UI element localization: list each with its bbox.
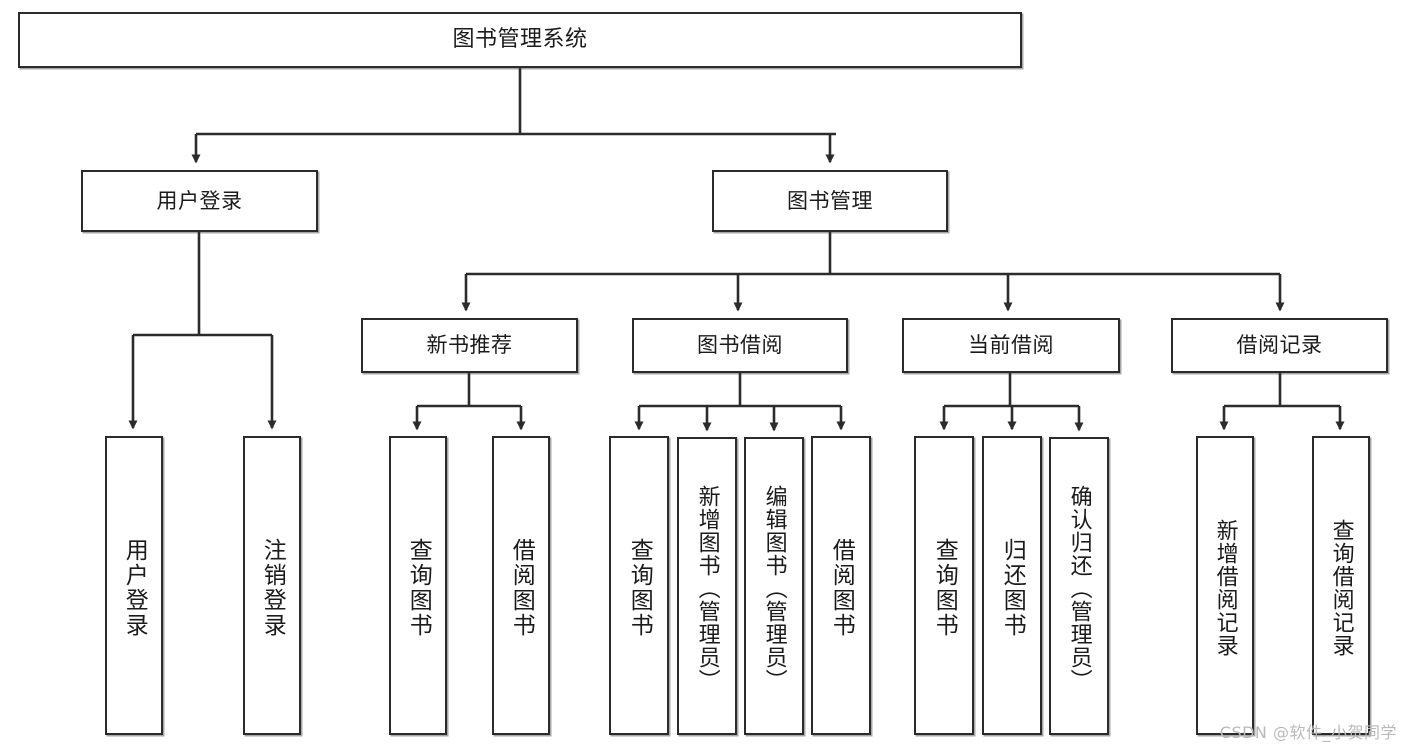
- node-label: 确认归还（管理员）: [1066, 484, 1092, 692]
- node-label: 注销登录: [259, 537, 286, 638]
- node-book-borrow[interactable]: 图书借阅: [632, 318, 848, 373]
- node-label: 借阅记录: [1236, 333, 1323, 358]
- leaf-record-add-record[interactable]: 新增借阅记录: [1196, 436, 1254, 735]
- node-label: 查询图书: [405, 537, 432, 638]
- leaf-user-login-login[interactable]: 用户登录: [105, 436, 163, 735]
- node-label: 借阅图书: [828, 537, 855, 638]
- node-label: 查询图书: [931, 537, 958, 638]
- node-label: 新增借阅记录: [1212, 518, 1238, 657]
- node-borrow-record[interactable]: 借阅记录: [1171, 318, 1388, 373]
- node-new-book-recommend[interactable]: 新书推荐: [361, 318, 578, 373]
- leaf-current-return-book[interactable]: 归还图书: [982, 436, 1042, 735]
- node-label: 查询图书: [626, 537, 653, 638]
- node-label: 当前借阅: [968, 333, 1054, 358]
- node-label: 图书管理: [787, 188, 873, 213]
- leaf-borrow-borrow-book[interactable]: 借阅图书: [811, 436, 871, 735]
- node-label: 归还图书: [999, 537, 1026, 638]
- node-label: 编辑图书（管理员）: [761, 484, 787, 692]
- leaf-new-book-query-book[interactable]: 查询图书: [389, 436, 447, 735]
- node-label: 图书管理系统: [452, 27, 588, 53]
- node-label: 用户登录: [156, 188, 243, 213]
- node-label: 借阅图书: [508, 537, 535, 638]
- leaf-user-login-logout[interactable]: 注销登录: [243, 436, 301, 735]
- leaf-borrow-edit-book-admin[interactable]: 编辑图书（管理员）: [744, 437, 804, 735]
- node-root-book-management-system[interactable]: 图书管理系统: [18, 12, 1022, 68]
- watermark-csdn: CSDN @软件_小贺同学: [1219, 723, 1397, 742]
- leaf-current-query-book[interactable]: 查询图书: [914, 436, 974, 735]
- node-label: 新增图书（管理员）: [694, 484, 720, 692]
- node-user-login[interactable]: 用户登录: [81, 170, 318, 232]
- node-book-management[interactable]: 图书管理: [712, 170, 948, 232]
- leaf-current-confirm-return-admin[interactable]: 确认归还（管理员）: [1049, 437, 1109, 735]
- node-label: 图书借阅: [697, 333, 783, 358]
- node-label: 查询借阅记录: [1328, 518, 1354, 657]
- node-label: 用户登录: [121, 537, 148, 638]
- leaf-record-query-record[interactable]: 查询借阅记录: [1312, 436, 1370, 735]
- leaf-borrow-query-book[interactable]: 查询图书: [609, 436, 669, 735]
- leaf-new-book-borrow-book[interactable]: 借阅图书: [492, 436, 550, 735]
- node-label: 新书推荐: [426, 333, 513, 358]
- leaf-borrow-add-book-admin[interactable]: 新增图书（管理员）: [677, 437, 737, 735]
- node-current-borrow[interactable]: 当前借阅: [902, 318, 1120, 373]
